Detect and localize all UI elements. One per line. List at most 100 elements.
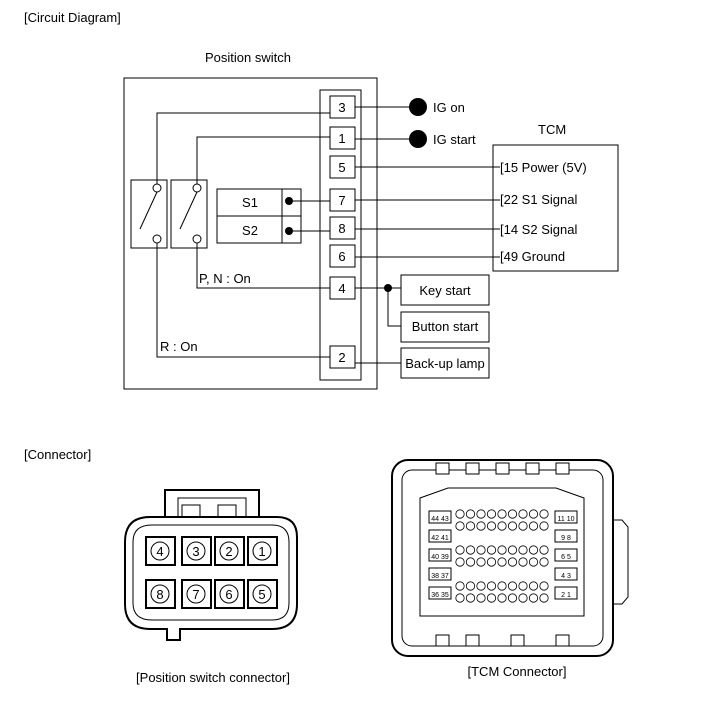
terminal-strip xyxy=(319,89,362,381)
ig-start-label: IG start xyxy=(433,132,476,147)
tcm-pin-cavity xyxy=(539,509,549,519)
tcm-pin-cavity xyxy=(486,581,497,591)
tcm-pin-cavity xyxy=(476,545,486,555)
tcm-conn-left-5: 36 35 xyxy=(431,592,449,599)
r-on-note: R : On xyxy=(160,339,198,354)
tcm-title: TCM xyxy=(538,122,566,137)
pin-2-label: 2 xyxy=(338,350,345,365)
tcm-pin-cavity xyxy=(497,545,507,555)
tcm-pin-cavity xyxy=(528,557,539,567)
tcm-pin-cavity xyxy=(518,557,528,567)
pin-3-label: 3 xyxy=(338,100,345,115)
tcm-conn-right-3: 6 5 xyxy=(561,554,571,561)
tcm-pin-cavity xyxy=(518,581,528,591)
tcm-conn-left-1: 44 43 xyxy=(431,516,449,523)
switch-r xyxy=(130,179,168,249)
conn-pin-8: 8 xyxy=(156,587,163,602)
position-switch-title: Position switch xyxy=(205,50,291,65)
tcm-pin-cavity xyxy=(465,593,476,603)
tcm-pin-cavity xyxy=(539,593,549,603)
tcm-conn-right-2: 9 8 xyxy=(561,535,571,542)
button-start-label: Button start xyxy=(412,319,479,334)
tcm-pin-cavity xyxy=(465,581,476,591)
pin-8-label: 8 xyxy=(338,221,345,236)
tcm-pin-cavity xyxy=(507,521,518,531)
tcm-pin-cavity xyxy=(486,521,497,531)
tcm-conn-left-4: 38 37 xyxy=(431,573,449,580)
tcm-pin-cavity xyxy=(518,521,528,531)
circuit-diagram-heading: [Circuit Diagram] xyxy=(24,10,121,25)
tcm-pin-cavity xyxy=(528,545,539,555)
pin-4-label: 4 xyxy=(338,281,345,296)
tcm-pin-22: [22 S1 Signal xyxy=(500,192,577,207)
tcm-pin-cavity xyxy=(455,545,465,555)
tcm-pin-cavity xyxy=(507,545,518,555)
tcm-pin-cavity xyxy=(486,509,497,519)
backup-lamp-box xyxy=(400,347,490,379)
tcm-pin-cavity xyxy=(539,545,549,555)
position-switch-connector: 4 3 2 1 8 7 6 5 xyxy=(124,489,298,641)
tcm-pin-cavity xyxy=(455,593,465,603)
tcm-pin-cavity xyxy=(507,509,518,519)
tcm-pin-cavity xyxy=(476,593,486,603)
s1-label: S1 xyxy=(242,195,258,210)
tcm-box xyxy=(492,144,619,272)
tcm-conn-right-5: 2 1 xyxy=(561,592,571,599)
conn-pin-1: 1 xyxy=(258,544,265,559)
conn-pin-5: 5 xyxy=(258,587,265,602)
backup-lamp-label: Back-up lamp xyxy=(405,356,484,371)
tcm-pin-cavity xyxy=(455,581,465,591)
conn-pin-4: 4 xyxy=(156,544,163,559)
tcm-pin-cavity xyxy=(518,545,528,555)
pin-6-label: 6 xyxy=(338,249,345,264)
tcm-pin-cavity xyxy=(476,581,486,591)
tcm-pin-cavity xyxy=(465,557,476,567)
tcm-pin-cavity xyxy=(476,557,486,567)
button-start-box xyxy=(400,311,490,343)
tcm-pin-15: [15 Power (5V) xyxy=(500,160,587,175)
tcm-pin-cavity xyxy=(476,521,486,531)
tcm-pin-cavity xyxy=(465,509,476,519)
tcm-pin-cavity xyxy=(497,581,507,591)
tcm-conn-right-1: 11 10 xyxy=(558,516,575,523)
terminal-pins: 3 1 5 7 8 6 4 2 xyxy=(329,95,356,369)
pin-1-label: 1 xyxy=(338,131,345,146)
tcm-pin-cavity xyxy=(497,521,507,531)
tcm-pin-cavity xyxy=(486,545,497,555)
tcm-pin-cavity xyxy=(486,557,497,567)
junction-dot xyxy=(384,284,392,292)
tcm-pin-cavity xyxy=(518,593,528,603)
tcm-pin-cavity xyxy=(507,557,518,567)
tcm-conn-left-3: 40 39 xyxy=(431,554,449,561)
conn-pin-7: 7 xyxy=(192,587,199,602)
tcm-pin-cavity xyxy=(518,509,528,519)
tcm-pin-cavity xyxy=(465,521,476,531)
s2-label: S2 xyxy=(242,223,258,238)
tcm-pin-cavity xyxy=(476,509,486,519)
tcm-conn-left-2: 42 41 xyxy=(431,535,449,542)
switch-pn xyxy=(170,179,208,249)
tcm-pin-cavity xyxy=(528,509,539,519)
tcm-pin-cavity xyxy=(455,521,465,531)
tcm-conn-right-4: 4 3 xyxy=(561,573,571,580)
wiring xyxy=(156,106,500,364)
key-start-box xyxy=(400,274,490,306)
pin-7-label: 7 xyxy=(338,193,345,208)
tcm-pin-cavity xyxy=(455,509,465,519)
ig-on-label: IG on xyxy=(433,100,465,115)
tcm-pin-cavity xyxy=(528,593,539,603)
key-start-label: Key start xyxy=(419,283,471,298)
conn-pin-2: 2 xyxy=(225,544,232,559)
tcm-connector-caption: [TCM Connector] xyxy=(468,664,567,679)
ig-on-terminal-dot xyxy=(409,98,427,116)
conn-pin-6: 6 xyxy=(225,587,232,602)
tcm-pin-cavity xyxy=(497,557,507,567)
position-connector-caption: [Position switch connector] xyxy=(136,670,290,685)
tcm-connector: 44 43 42 41 40 39 38 37 36 35 11 10 9 8 … xyxy=(391,459,629,657)
s1-s2-block: S1 S2 xyxy=(216,188,302,244)
connector-heading: [Connector] xyxy=(24,447,91,462)
tcm-pin-cavity xyxy=(539,521,549,531)
pn-on-note: P, N : On xyxy=(199,271,251,286)
tcm-pin-cavity xyxy=(539,557,549,567)
